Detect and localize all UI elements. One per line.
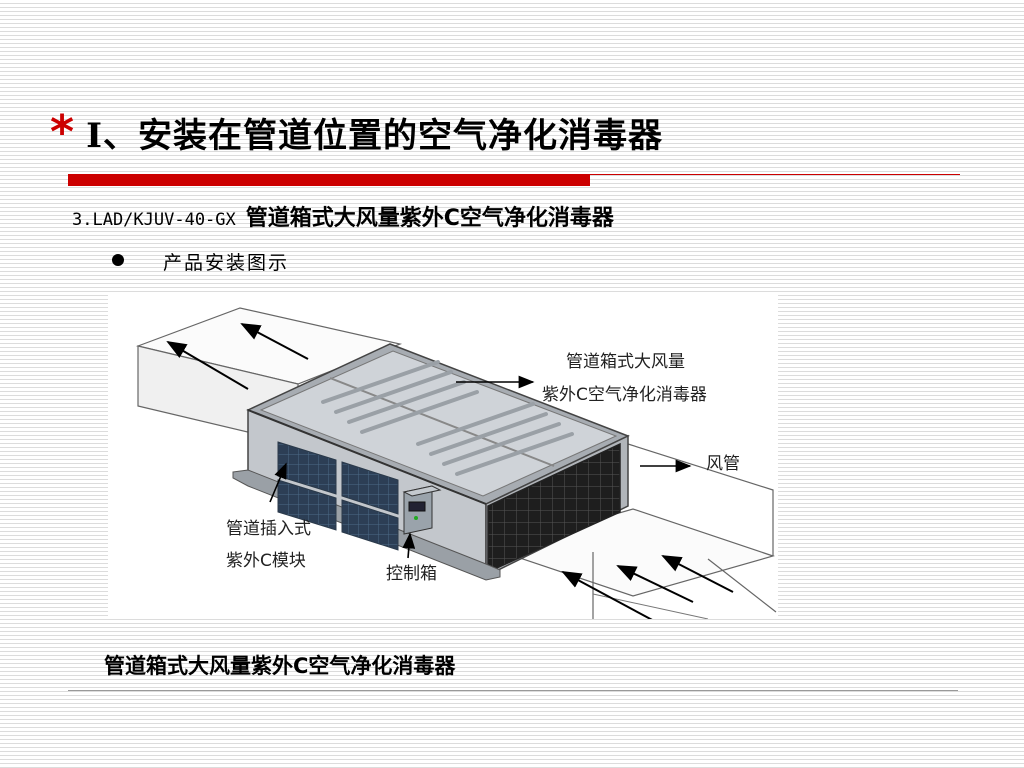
title-asterisk: *	[50, 105, 75, 159]
airflow-arrows	[166, 323, 734, 619]
footer-rule	[68, 690, 958, 691]
bullet-dot	[112, 254, 124, 266]
product-model: 3.LAD/KJUV-40-GX	[72, 210, 236, 230]
figure-caption: 管道箱式大风量紫外C空气净化消毒器	[104, 654, 456, 678]
bullet-text: 产品安装图示	[163, 252, 290, 274]
label-duct: 风管	[706, 454, 740, 474]
label-unit-line1: 管道箱式大风量	[566, 352, 685, 372]
page-title: Ⅰ、安装在管道位置的空气净化消毒器	[86, 115, 663, 156]
control-box	[402, 485, 442, 535]
uv-module-group	[277, 441, 399, 551]
label-module-line2: 紫外C模块	[226, 551, 306, 571]
label-module-line1: 管道插入式	[226, 519, 311, 539]
product-name: 管道箱式大风量紫外C空气净化消毒器	[245, 206, 614, 231]
title-row: * Ⅰ、安装在管道位置的空气净化消毒器	[50, 102, 663, 162]
title-rule-thick	[68, 174, 590, 186]
label-control-box: 控制箱	[386, 564, 437, 584]
callout-arrows	[269, 375, 692, 559]
installation-diagram: 管道箱式大风量 紫外C空气净化消毒器 风管 管道插入式 紫外C模块 控制箱	[108, 294, 778, 619]
label-unit-line2: 紫外C空气净化消毒器	[542, 385, 707, 405]
title-rule-thin	[590, 174, 960, 175]
product-heading: 3.LAD/KJUV-40-GX 管道箱式大风量紫外C空气净化消毒器	[72, 200, 614, 232]
